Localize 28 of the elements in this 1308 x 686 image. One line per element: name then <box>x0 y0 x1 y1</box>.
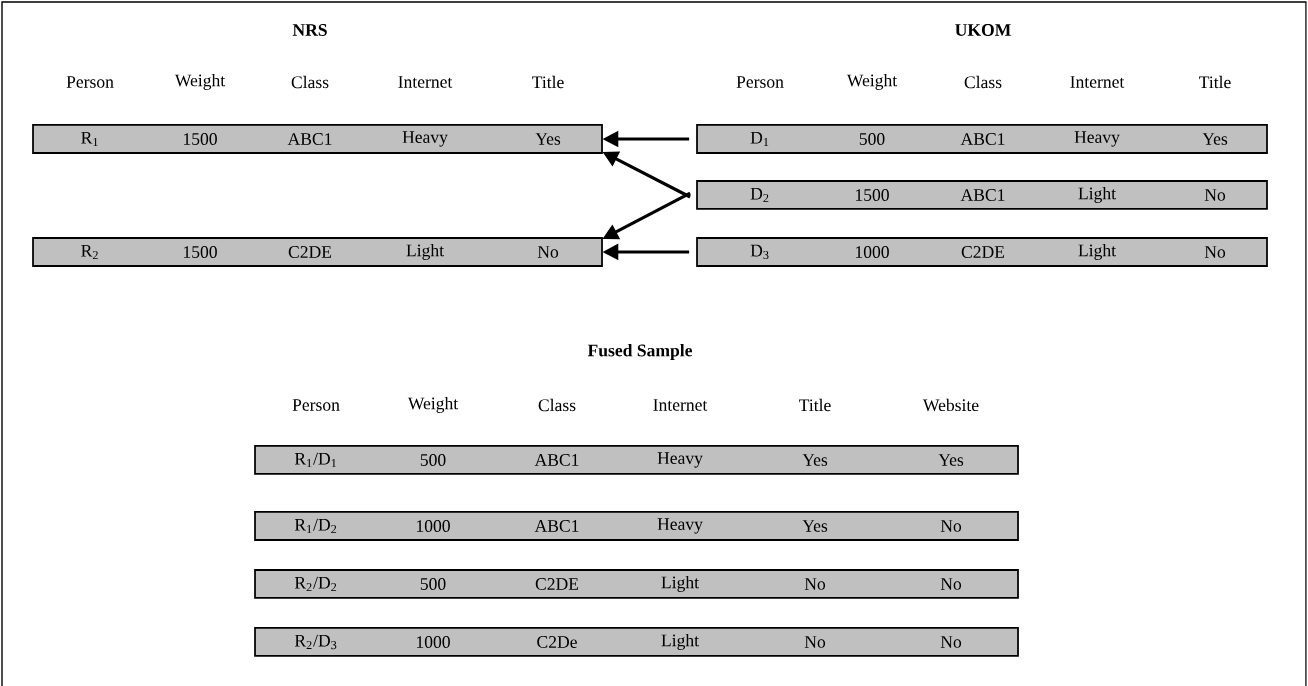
table-row: R$_{1}$ 1500 ABC1 Heavy Yes <box>32 124 603 154</box>
column-header: Internet <box>1070 76 1125 88</box>
column-header: Person <box>292 399 340 411</box>
column-header: Weight <box>174 74 226 90</box>
section-heading: UKOM <box>955 24 1011 36</box>
section-heading: Fused Sample <box>587 344 693 360</box>
column-header: Weight <box>407 397 459 413</box>
table-row: R$_{2}$/D$_{3}$ 1000 C2De Light No No <box>254 627 1019 657</box>
column-header: Internet <box>398 76 453 88</box>
column-header: Internet <box>653 399 708 411</box>
column-header: Weight <box>846 74 898 90</box>
column-header: Website <box>922 398 979 412</box>
column-header: Person <box>66 76 114 88</box>
table-row: D$_{3}$ 1000 C2DE Light No <box>696 237 1268 267</box>
table-row: R$_{2}$/D$_{2}$ 500 C2DE Light No No <box>254 569 1019 599</box>
column-header: Title <box>1199 75 1231 89</box>
table-row: D$_{2}$ 1500 ABC1 Light No <box>696 180 1268 210</box>
table-row: R$_{1}$/D$_{1}$ 500 ABC1 Heavy Yes Yes <box>254 445 1019 475</box>
column-header: Class <box>538 398 576 412</box>
column-header: Title <box>532 75 564 89</box>
column-header: Class <box>291 75 329 89</box>
table-row: D$_{1}$ 500 ABC1 Heavy Yes <box>696 124 1268 154</box>
column-header: Title <box>799 398 831 412</box>
section-heading: NRS <box>292 24 327 36</box>
table-row: R$_{2}$ 1500 C2DE Light No <box>32 237 603 267</box>
column-header: Class <box>964 75 1002 89</box>
table-row: R$_{1}$/D$_{2}$ 1000 ABC1 Heavy Yes No <box>254 511 1019 541</box>
column-header: Person <box>736 76 784 88</box>
